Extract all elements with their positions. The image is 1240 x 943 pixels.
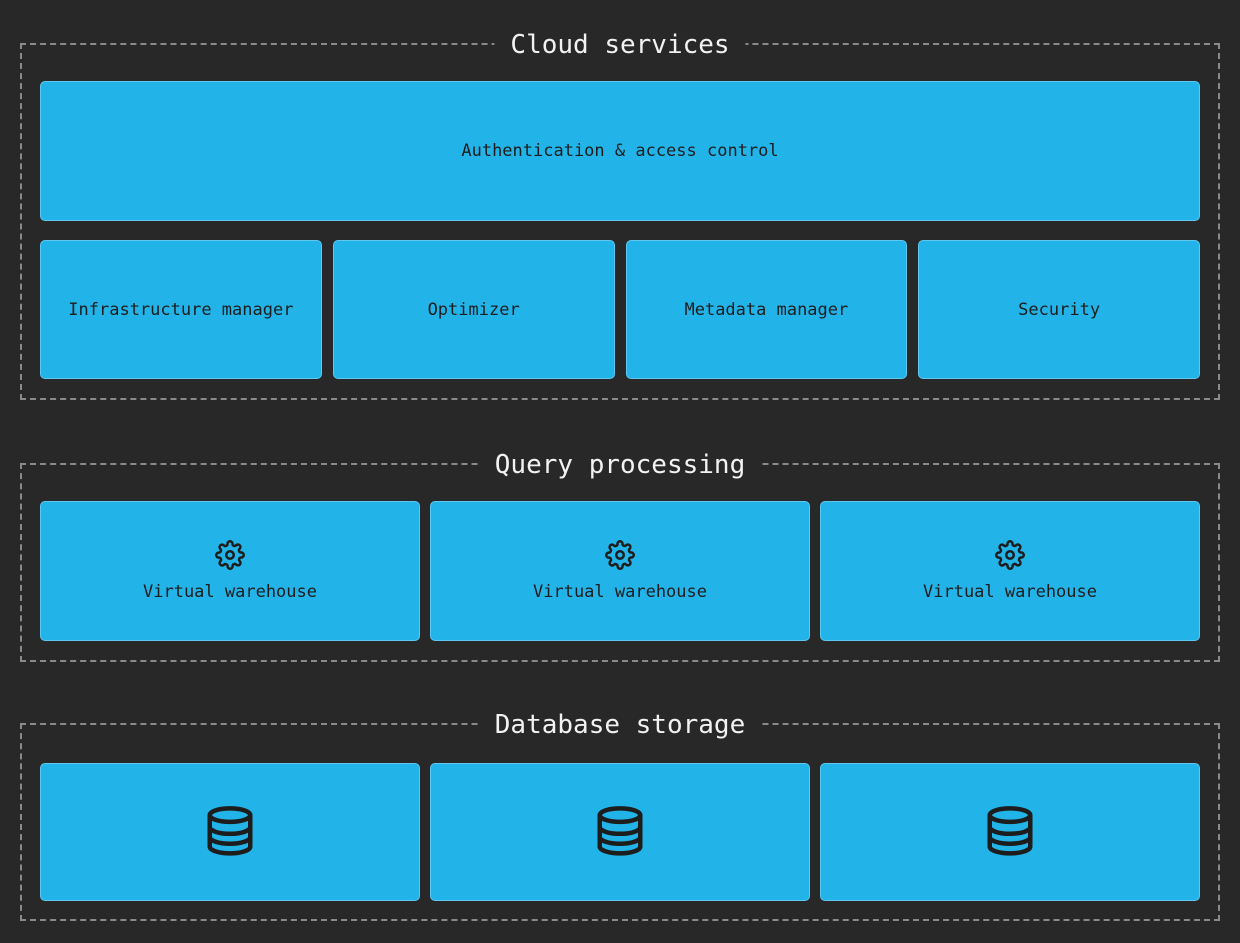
database-storage-row <box>40 763 1200 901</box>
auth-access-control-box: Authentication & access control <box>40 81 1200 221</box>
database-icon <box>203 803 257 861</box>
database-storage-title: Database storage <box>478 705 762 745</box>
metadata-manager-box: Metadata manager <box>625 240 908 379</box>
optimizer-label: Optimizer <box>427 299 520 320</box>
database-box <box>430 763 810 901</box>
cloud-services-row: Infrastructure manager Optimizer Metadat… <box>40 240 1200 379</box>
virtual-warehouse-label: Virtual warehouse <box>143 582 317 602</box>
virtual-warehouse-box: Virtual warehouse <box>820 501 1200 641</box>
virtual-warehouse-box: Virtual warehouse <box>430 501 810 641</box>
virtual-warehouse-label: Virtual warehouse <box>533 582 707 602</box>
query-processing-row: Virtual warehouse Virtual warehouse Virt… <box>40 501 1200 641</box>
database-box <box>40 763 420 901</box>
query-processing-title: Query processing <box>478 445 762 485</box>
metadata-manager-label: Metadata manager <box>684 299 849 320</box>
optimizer-box: Optimizer <box>332 240 615 379</box>
infrastructure-manager-box: Infrastructure manager <box>40 240 322 379</box>
virtual-warehouse-box: Virtual warehouse <box>40 501 420 641</box>
database-storage-section: Database storage <box>20 705 1220 921</box>
cloud-services-section: Cloud services Authentication & access c… <box>20 25 1220 400</box>
database-icon <box>983 803 1037 861</box>
database-box <box>820 763 1200 901</box>
query-processing-section: Query processing Virtual warehouse Virtu… <box>20 445 1220 662</box>
security-label: Security <box>1018 299 1101 320</box>
gear-icon <box>995 540 1025 570</box>
database-icon <box>593 803 647 861</box>
auth-access-control-label: Authentication & access control <box>461 141 779 161</box>
infrastructure-manager-label: Infrastructure manager <box>68 299 294 320</box>
gear-icon <box>215 540 245 570</box>
virtual-warehouse-label: Virtual warehouse <box>923 582 1097 602</box>
security-box: Security <box>918 240 1200 379</box>
cloud-services-title: Cloud services <box>494 25 746 65</box>
gear-icon <box>605 540 635 570</box>
